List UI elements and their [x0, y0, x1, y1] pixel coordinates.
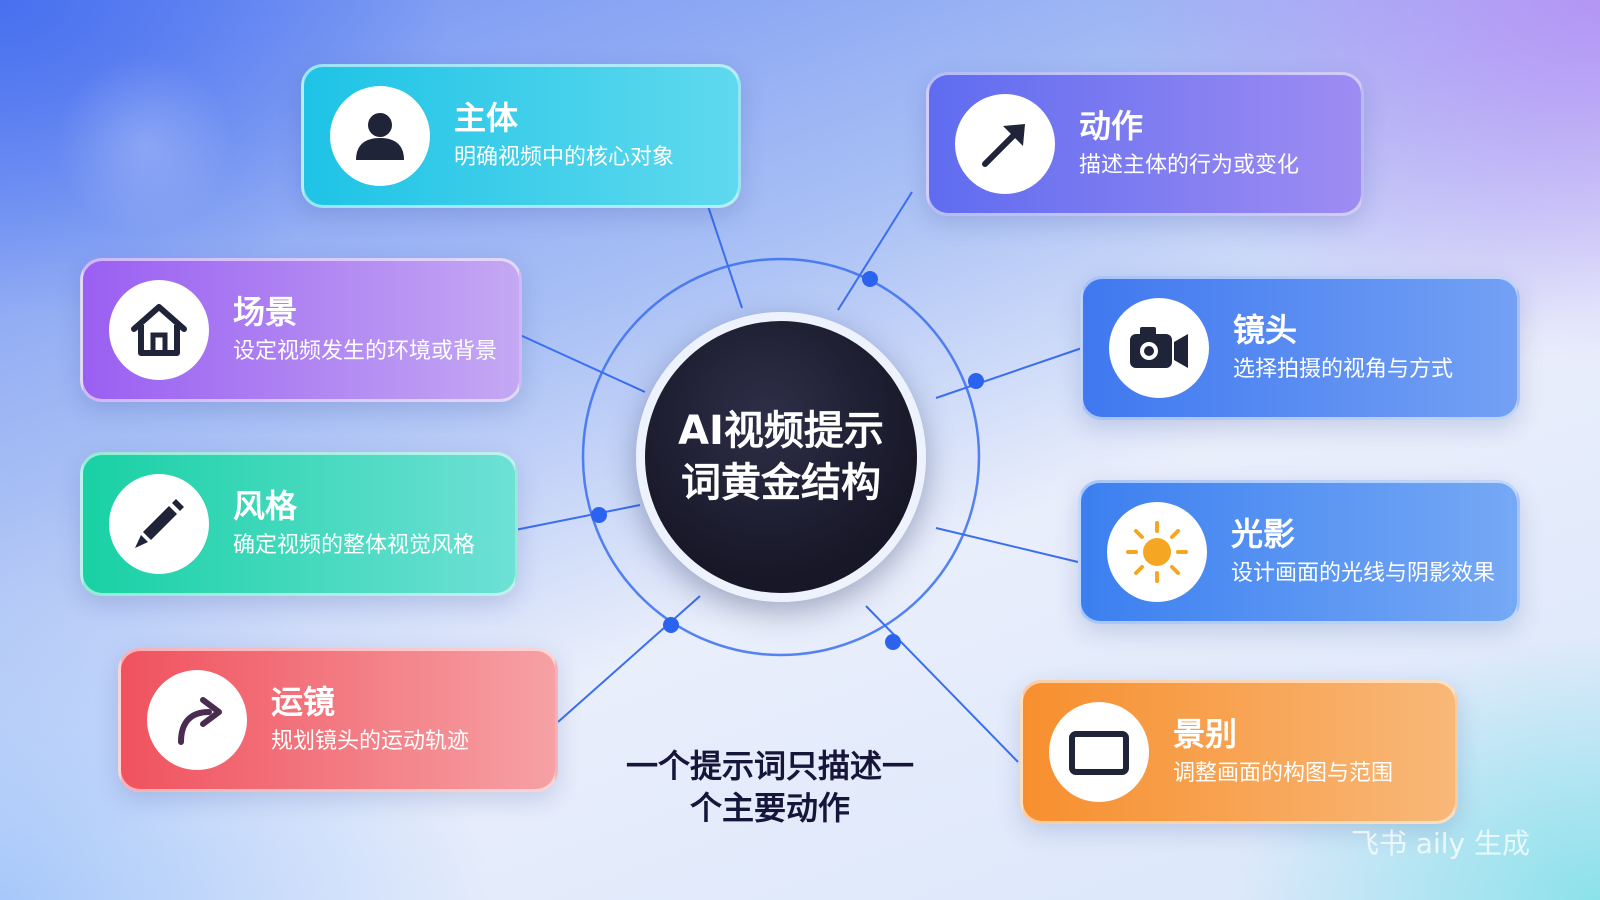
arrow-up-right-icon [982, 124, 1025, 167]
card-desc: 选择拍摄的视角与方式 [1233, 357, 1454, 382]
house-icon [131, 304, 187, 356]
card-desc: 规划镜头的运动轨迹 [271, 729, 470, 754]
sun-icon [1126, 521, 1188, 583]
icon-circle [147, 670, 247, 770]
outer-ring [581, 257, 981, 657]
frame-icon [1069, 731, 1129, 775]
link-camera [935, 347, 1083, 399]
icon-circle [109, 474, 209, 574]
icon-circle [1107, 502, 1207, 602]
pencil-icon [135, 499, 184, 548]
card-lighting: 光影 设计画面的光线与阴影效果 [1078, 480, 1520, 624]
card-action: 动作 描述主体的行为或变化 [926, 72, 1364, 216]
card-subject: 主体 明确视频中的核心对象 [301, 64, 741, 208]
icon-circle [955, 94, 1055, 194]
node-dot [862, 271, 878, 287]
card-movement: 运镜 规划镜头的运动轨迹 [118, 648, 558, 792]
link-movement [557, 595, 701, 723]
camera-icon [1130, 327, 1188, 368]
card-desc: 明确视频中的核心对象 [454, 145, 675, 170]
icon-circle [1049, 702, 1149, 802]
card-framing: 景别 调整画面的构图与范围 [1020, 680, 1458, 824]
icon-circle [109, 280, 209, 380]
card-title: 风格 [233, 487, 298, 525]
person-icon [356, 113, 404, 160]
card-desc: 设计画面的光线与阴影效果 [1231, 561, 1496, 586]
background-bokeh [55, 55, 235, 235]
link-scene [519, 334, 646, 393]
card-desc: 设定视频发生的环境或背景 [233, 339, 498, 364]
link-action [837, 191, 913, 311]
center-title-line1: AI视频提示 [678, 408, 884, 454]
card-style: 风格 确定视频的整体视觉风格 [80, 452, 518, 596]
card-title: 光影 [1231, 515, 1296, 553]
card-camera: 镜头 选择拍摄的视角与方式 [1080, 276, 1520, 420]
watermark: 飞书 aily 生成 [1350, 827, 1530, 860]
center-hub: AI视频提示 词黄金结构 [636, 312, 926, 602]
card-title: 主体 [454, 99, 519, 137]
node-dot [968, 373, 984, 389]
card-desc: 确定视频的整体视觉风格 [233, 533, 476, 558]
node-dot [885, 634, 901, 650]
link-framing [865, 605, 1019, 763]
link-subject [707, 205, 743, 309]
card-title: 动作 [1079, 107, 1144, 145]
note-line2: 个主要动作 [689, 789, 850, 827]
icon-circle [330, 86, 430, 186]
node-dot [663, 617, 679, 633]
card-title: 场景 [233, 293, 298, 331]
node-dot [591, 507, 607, 523]
note-text: 一个提示词只描述一 个主要动作 [610, 745, 930, 829]
note-line1: 一个提示词只描述一 [625, 747, 914, 785]
card-desc: 描述主体的行为或变化 [1079, 153, 1300, 178]
center-title-line2: 词黄金结构 [681, 460, 881, 506]
card-title: 景别 [1173, 715, 1238, 753]
card-title: 运镜 [271, 683, 336, 721]
card-title: 镜头 [1233, 311, 1298, 349]
card-scene: 场景 设定视频发生的环境或背景 [80, 258, 522, 402]
curved-arrow-icon [178, 697, 222, 745]
link-style [514, 504, 641, 531]
link-lighting [935, 527, 1079, 563]
card-desc: 调整画面的构图与范围 [1173, 761, 1394, 786]
icon-circle [1109, 298, 1209, 398]
